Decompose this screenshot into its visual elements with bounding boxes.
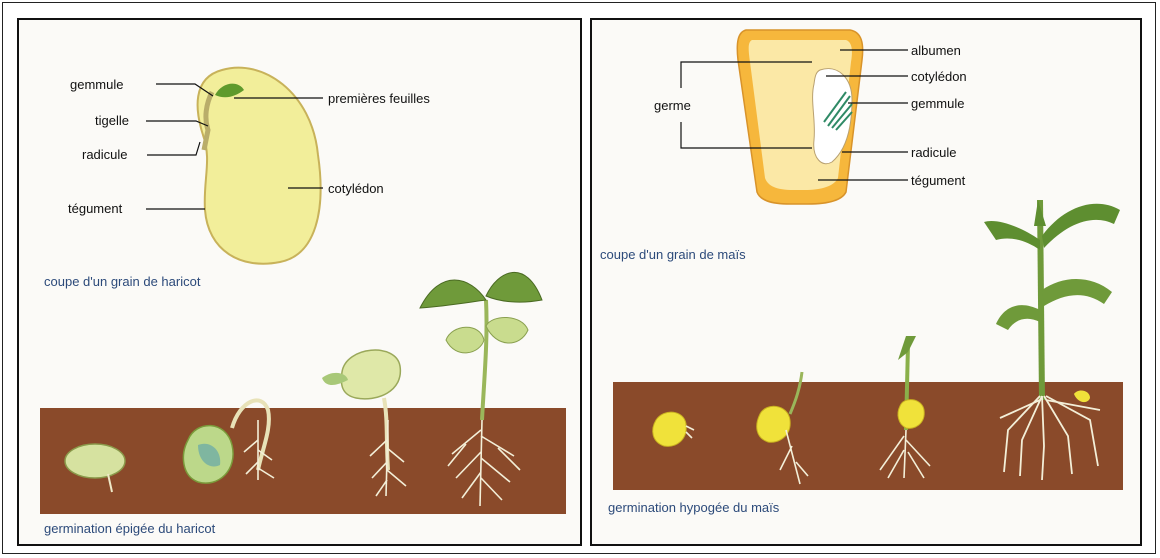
bean-label-gemmule: gemmule <box>70 77 123 92</box>
corn-label-albumen: albumen <box>911 43 961 58</box>
corn-label-cotyledon: cotylédon <box>911 69 967 84</box>
corn-label-germe: germe <box>654 98 691 113</box>
bean-caption-top: coupe d'un grain de haricot <box>44 274 201 289</box>
bean-panel: gemmule tigelle radicule tégument premiè… <box>18 19 581 545</box>
bean-label-cotyledon: cotylédon <box>328 181 384 196</box>
corn-caption-top: coupe d'un grain de maïs <box>600 247 746 262</box>
bean-label-tigelle: tigelle <box>95 113 129 128</box>
corn-label-tegument: tégument <box>911 173 966 188</box>
bean-label-tegument: tégument <box>68 201 123 216</box>
corn-grain-section <box>737 30 862 204</box>
bean-caption-bottom: germination épigée du haricot <box>44 521 216 536</box>
corn-caption-bottom: germination hypogée du maïs <box>608 500 780 515</box>
corn-label-radicule: radicule <box>911 145 957 160</box>
bean-label-premieres-feuilles: premières feuilles <box>328 91 430 106</box>
bean-label-radicule: radicule <box>82 147 128 162</box>
corn-panel: albumen cotylédon germe gemmule radicule… <box>591 19 1141 545</box>
corn-label-gemmule: gemmule <box>911 96 964 111</box>
